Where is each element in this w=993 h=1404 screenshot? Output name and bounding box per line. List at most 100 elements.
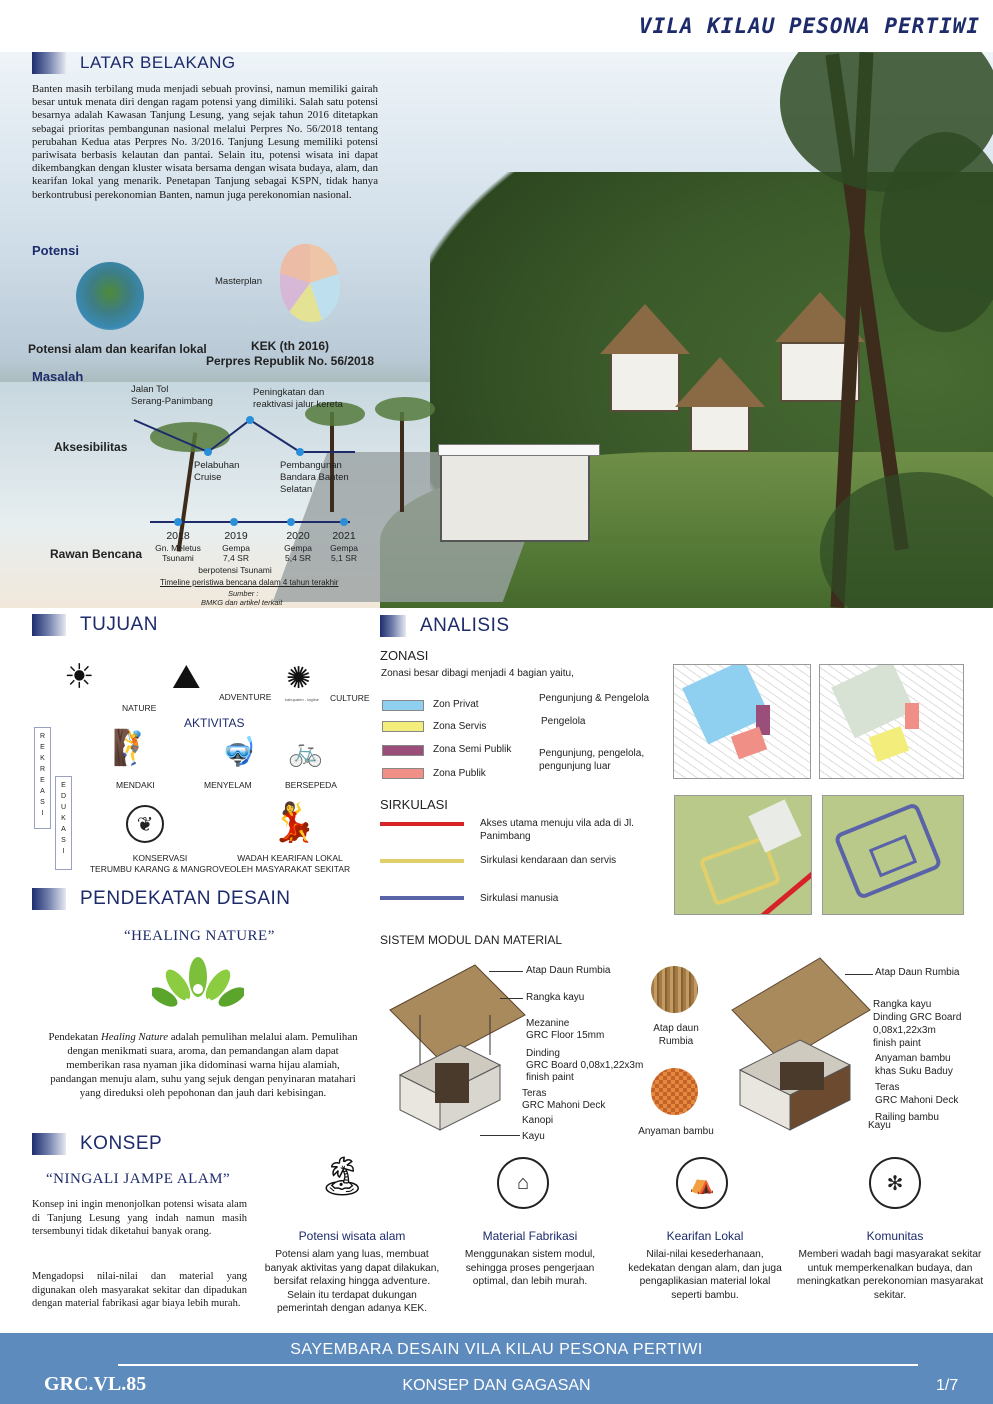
- aktivitas-label: AKTIVITAS: [184, 716, 245, 730]
- footer-title: SAYEMBARA DESAIN VILA KILAU PESONA PERTI…: [290, 1341, 703, 1358]
- bambu-swatch: [651, 1068, 698, 1115]
- zonasi-map-1: [673, 664, 811, 779]
- culture-label: CULTURE: [330, 693, 370, 703]
- konsep-body-2: Mengadopsi nilai-nilai dan material yang…: [32, 1271, 247, 1309]
- edukasi-tag: E D U K A S I: [55, 776, 72, 870]
- timeline-dot: [340, 518, 348, 526]
- konsep-item-text-2: Menggunakan sistem modul, sehingga prose…: [464, 1249, 596, 1287]
- module-exploded-right: [731, 957, 871, 1131]
- tujuan-heading: TUJUAN: [32, 614, 158, 636]
- left-label-kanopi: Kanopi: [522, 1115, 554, 1126]
- sumber-detail: BMKG dan artikel terkait: [201, 598, 283, 607]
- timeline-line: [150, 521, 350, 523]
- sun-mountain-icon: ☀: [64, 658, 95, 696]
- footer-code: GRC.VL.85: [44, 1373, 147, 1395]
- right-label-anyaman: Anyaman bambu khas Suku Baduy: [875, 1053, 953, 1077]
- zonasi-heading: ZONASI: [380, 648, 429, 663]
- left-label-teras: Teras GRC Mahoni Deck: [522, 1088, 606, 1111]
- latar-heading: LATAR BELAKANG: [32, 52, 236, 74]
- year-2018: 2018: [166, 530, 190, 542]
- konsep-quote: “NINGALI JAMPE ALAM”: [46, 1171, 231, 1187]
- timeline-dot: [174, 518, 182, 526]
- timeline-dot: [230, 518, 238, 526]
- timeline-caption: Timeline peristiwa bencana dalam 4 tahun…: [160, 578, 339, 587]
- masterplan-label: Masterplan: [215, 276, 262, 287]
- berpotensi-label: berpotensi Tsunami: [198, 565, 272, 575]
- peningkatan-label: Peningkatan dan reaktivasi jalur kereta: [253, 387, 343, 410]
- year-2019: 2019: [224, 530, 248, 542]
- year-2018-desc: Gn. Meletus Tsunami: [155, 543, 201, 563]
- left-label-mezanine: Mezanine GRC Floor 15mm: [526, 1018, 605, 1041]
- footer-divider: [118, 1364, 918, 1366]
- masalah-heading: Masalah: [32, 369, 84, 384]
- beach-photo: [76, 262, 144, 330]
- right-label-kayu: Kayu: [868, 1120, 891, 1131]
- right-label-atap: Atap Daun Rumbia: [875, 967, 960, 978]
- aksesibilitas-zigzag: [133, 416, 355, 456]
- culture-logo-caption: kabupaten - tagline: [285, 697, 320, 702]
- hero-render: [0, 52, 993, 608]
- left-label-dinding: Dinding GRC Board 0,08x1,22x3m finish pa…: [526, 1048, 644, 1083]
- zone-user-3: Pengunjung, pengelola, pengunjung luar: [539, 748, 645, 772]
- zone-label-publik: Zona Publik: [433, 768, 486, 779]
- bambu-label: Anyaman bambu: [638, 1126, 714, 1137]
- circ-label-akses: Akses utama menuju vila ada di Jl. Panim…: [480, 818, 634, 842]
- rumbia-label: Atap daun Rumbia: [653, 1023, 699, 1047]
- aksesibilitas-label: Aksesibilitas: [54, 440, 128, 454]
- konsep-item-title-3: Kearifan Lokal: [666, 1229, 744, 1243]
- pelabuhan-label: Pelabuhan Cruise: [194, 460, 240, 483]
- footer-bar: SAYEMBARA DESAIN VILA KILAU PESONA PERTI…: [0, 1333, 993, 1404]
- year-2019-desc: Gempa 7,4 SR: [222, 543, 250, 563]
- dancer-icon: 💃: [270, 802, 318, 844]
- kek-line2: Perpres Republik No. 56/2018: [205, 354, 375, 368]
- konsep-item-text-1: Potensi alam yang luas, membuat banyak a…: [264, 1249, 440, 1314]
- module-exploded-left: [389, 964, 526, 1131]
- circ-line-manusia: [380, 896, 464, 900]
- left-label-rangka: Rangka kayu: [526, 992, 585, 1003]
- kek-line1: KEK (th 2016): [250, 339, 330, 353]
- rekreasi-tag: R E K R E A S I: [34, 727, 51, 829]
- konsep-item-title-1: Potensi wisata alam: [298, 1229, 406, 1243]
- zonasi-map-2: [819, 664, 964, 779]
- analisis-heading: ANALISIS: [380, 615, 510, 637]
- healing-quote: “HEALING NATURE”: [124, 928, 275, 944]
- factory-icon: ⌂: [497, 1157, 549, 1209]
- konsep-item-text-3: Nilai-nilai kesederhanaan, kedekatan den…: [628, 1249, 782, 1301]
- coral-icon: ❦: [126, 805, 164, 843]
- adventure-label: ADVENTURE: [219, 692, 272, 702]
- zone-swatch-privat: [382, 700, 424, 711]
- latar-body: Banten masih terbilang muda menjadi sebu…: [32, 83, 378, 201]
- zone-swatch-publik: [382, 768, 424, 779]
- masterplan-map: [280, 244, 340, 322]
- zone-swatch-semipublik: [382, 745, 424, 756]
- year-2021: 2021: [332, 530, 356, 542]
- jalan-tol-label: Jalan Tol Serang-Panimbang: [131, 384, 213, 407]
- diver-icon: 🤿: [221, 736, 256, 767]
- konsep-heading: KONSEP: [32, 1133, 162, 1155]
- zonasi-intro: Zonasi besar dibagi menjadi 4 bagian yai…: [381, 668, 574, 679]
- zone-user-2: Pengelola: [541, 716, 586, 727]
- sirkulasi-map-1: [674, 795, 812, 915]
- footer-subtitle: KONSEP DAN GAGASAN: [402, 1377, 591, 1394]
- circ-line-akses: [380, 822, 464, 826]
- modul-heading: SISTEM MODUL DAN MATERIAL: [380, 933, 563, 947]
- zone-user-1: Pengunjung & Pengelola: [539, 693, 650, 704]
- sirkulasi-map-2: [822, 795, 964, 915]
- culture-logo-icon: ✺: [286, 662, 312, 695]
- konservasi-label: KONSERVASI TERUMBU KARANG & MANGROVE: [89, 853, 231, 874]
- konsep-item-title-4: Komunitas: [866, 1229, 924, 1243]
- palm-island-icon: 🏝: [318, 1156, 367, 1198]
- villa-building: [438, 444, 600, 542]
- sumber-label: Sumber :: [228, 589, 259, 598]
- left-label-kayu: Kayu: [522, 1131, 545, 1142]
- climber-icon: 🧗: [112, 729, 155, 767]
- right-label-teras: Teras GRC Mahoni Deck: [875, 1082, 959, 1106]
- zone-label-privat: Zon Privat: [433, 699, 479, 710]
- potensi-caption: Potensi alam dan kearifan lokal: [28, 342, 207, 356]
- zone-swatch-servis: [382, 721, 424, 732]
- timeline-dot: [287, 518, 295, 526]
- potensi-heading: Potensi: [32, 243, 79, 258]
- bersepeda-label: BERSEPEDA: [285, 780, 337, 790]
- pendekatan-heading: PENDEKATAN DESAIN: [32, 888, 291, 910]
- circ-label-manusia: Sirkulasi manusia: [480, 893, 559, 904]
